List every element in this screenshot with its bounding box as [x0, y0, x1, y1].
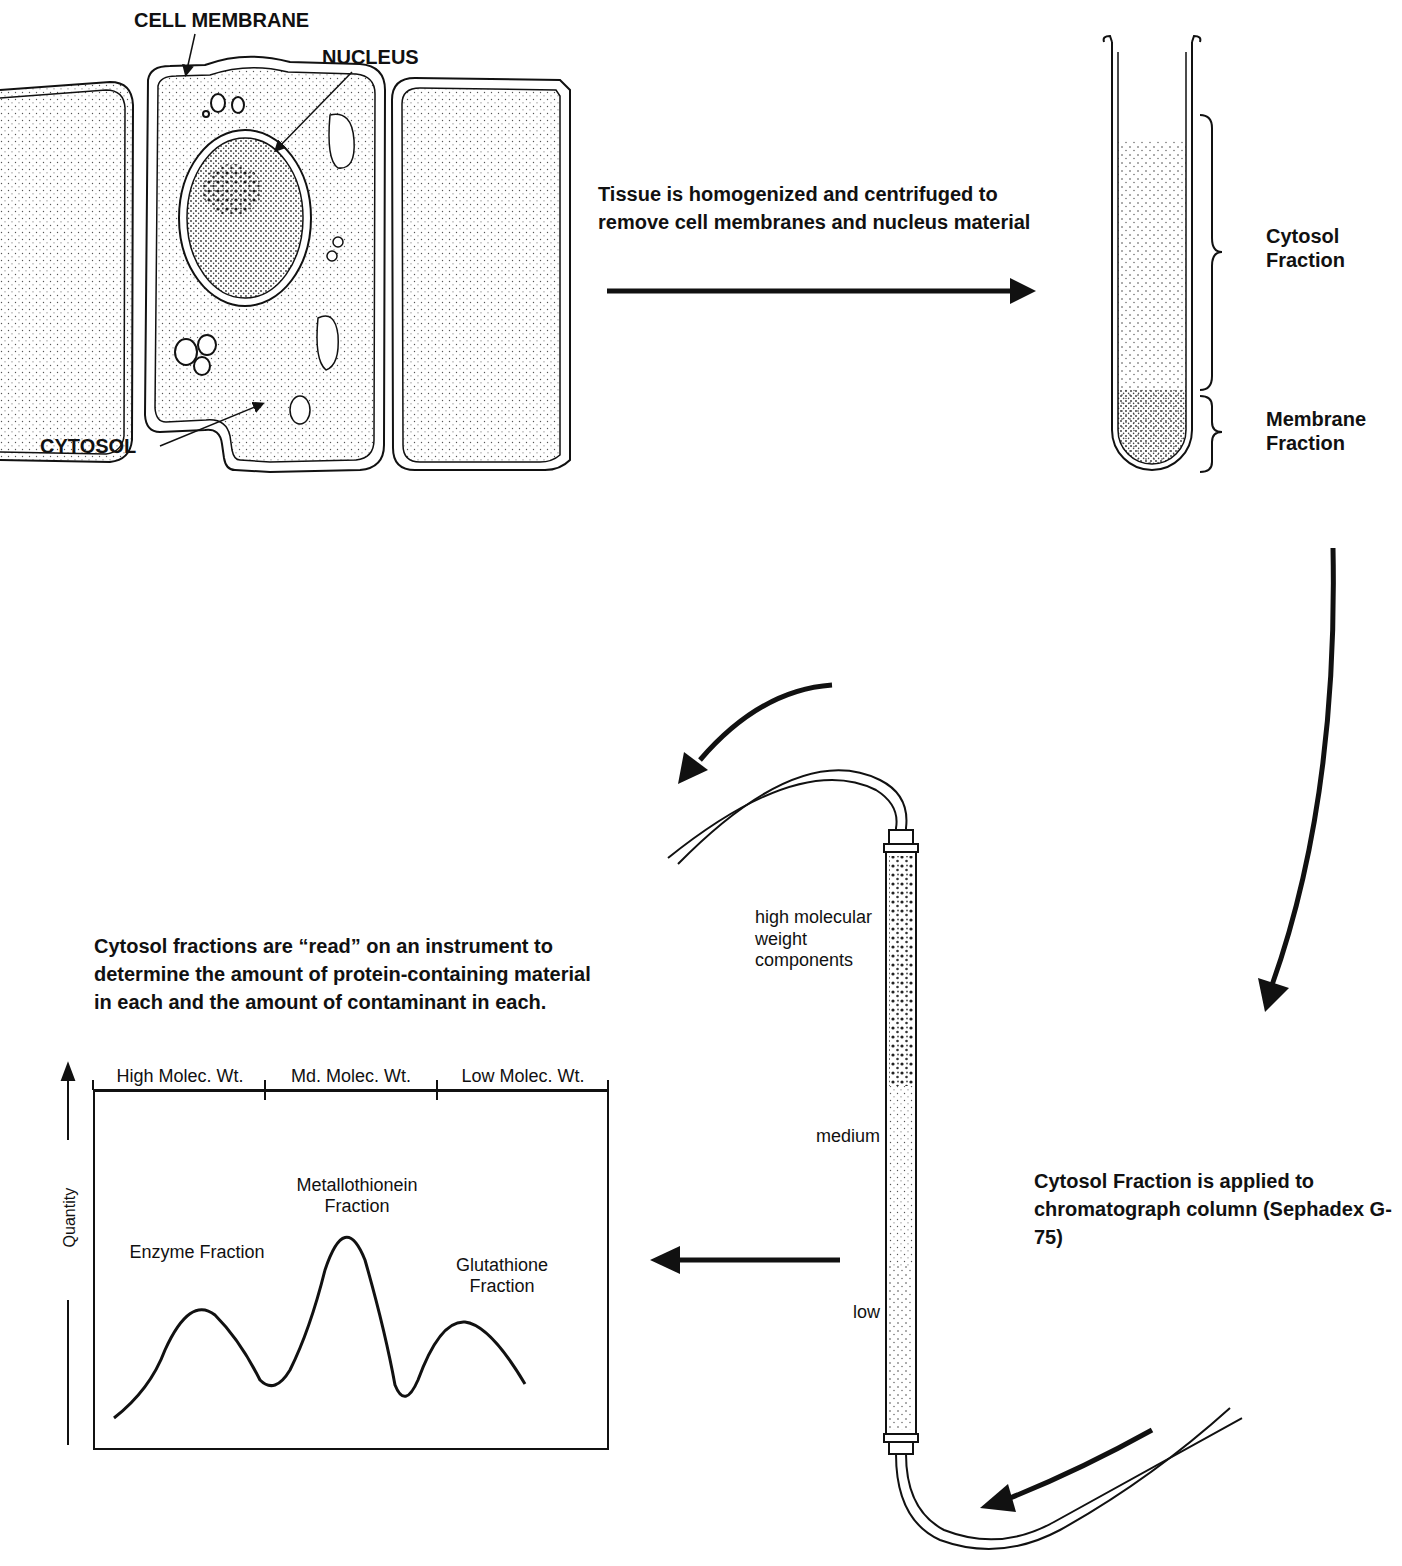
chromatograph-column	[668, 770, 1242, 1549]
peak-label: Metallothionein Fraction	[282, 1175, 432, 1216]
fraction-label: Cytosol Fraction	[1266, 224, 1396, 272]
step-note: Cytosol fractions are “read” on an instr…	[94, 932, 600, 1016]
axis-header: High Molec. Wt.	[96, 1066, 264, 1088]
process-arrow	[1272, 548, 1333, 985]
part-label: CELL MEMBRANE	[134, 8, 394, 32]
peak-label: Enzyme Fraction	[122, 1242, 272, 1263]
axis-label: Quantity	[60, 1176, 79, 1260]
arrow-head	[1258, 978, 1289, 1012]
test-tube	[1104, 36, 1222, 472]
cell-illustration	[0, 34, 570, 472]
fraction-label: Membrane Fraction	[1266, 407, 1400, 455]
arrow-head	[980, 1484, 1016, 1512]
column-zone-label: medium	[790, 1126, 880, 1148]
arrow-head	[678, 752, 708, 784]
part-label: CYTOSOL	[40, 434, 180, 458]
arrow-head	[1010, 278, 1036, 304]
column-zone-label: low	[830, 1302, 880, 1324]
chart-frame: Enzyme Fraction Metallothionein FractionG…	[93, 1090, 609, 1450]
step-note: Cytosol Fraction is applied to chromatog…	[1034, 1167, 1396, 1251]
process-arrow	[700, 685, 832, 760]
process-arrow	[672, 1258, 840, 1263]
step-note: Tissue is homogenized and centrifuged to…	[598, 180, 1068, 236]
axis-header: Low Molec. Wt.	[438, 1066, 608, 1088]
arrow-head	[650, 1246, 680, 1274]
peak-label: Glutathione Fraction	[427, 1255, 577, 1296]
chart-axes	[62, 1064, 608, 1445]
process-arrow	[607, 289, 1020, 294]
part-label: NUCLEUS	[322, 45, 462, 69]
column-zone-label: high molecular weight components	[755, 907, 883, 972]
process-arrow	[1010, 1430, 1152, 1498]
axis-header: Md. Molec. Wt.	[266, 1066, 436, 1088]
